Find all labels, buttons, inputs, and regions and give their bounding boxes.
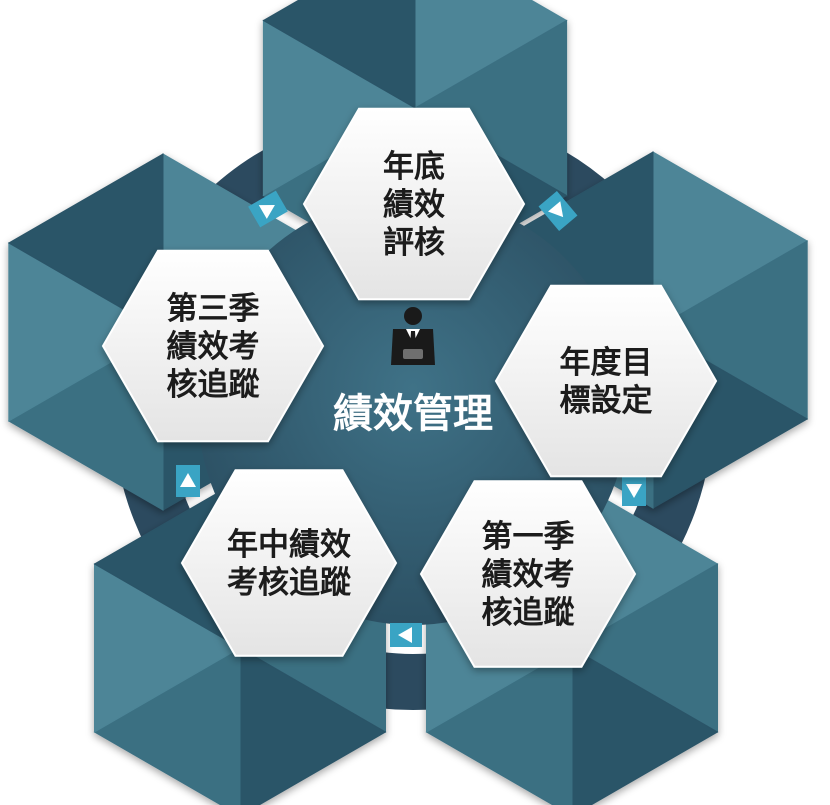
step-label-line: 核追蹤 — [482, 595, 575, 631]
cycle-arrow-5 — [248, 190, 288, 228]
cycle-arrow-4 — [176, 465, 200, 497]
cycle-arrow-3 — [390, 623, 422, 647]
step-label-line: 年度目 — [560, 345, 653, 381]
step-label-line: 第三季 — [167, 291, 260, 327]
step-label-line: 標設定 — [560, 383, 653, 419]
step-label-line: 績效 — [383, 187, 445, 223]
step-label-line: 績效考 — [482, 557, 575, 593]
step-label-line: 評核 — [383, 225, 445, 261]
cycle-arrow-2 — [622, 474, 646, 506]
node-hexagon — [419, 480, 637, 668]
step-label-line: 考核追蹤 — [227, 565, 351, 601]
step-label-line: 第一季 — [482, 519, 575, 555]
manager-icon — [391, 307, 435, 365]
node-hexagon — [494, 284, 718, 478]
step-label-line: 年中績效 — [227, 527, 351, 563]
node-hexagon — [180, 469, 398, 657]
cycle-arrow-1 — [538, 191, 578, 231]
step-label-line: 年底 — [383, 149, 445, 185]
petal-facet — [262, 0, 416, 109]
step-label-line: 核追蹤 — [167, 367, 260, 403]
step-label-line: 績效考 — [167, 329, 260, 365]
petal-facet — [7, 153, 164, 333]
node-hexagon — [101, 249, 325, 443]
center-title: 績效管理 — [333, 391, 493, 437]
node-hexagon — [302, 107, 526, 301]
cycle-arrows — [176, 190, 646, 647]
